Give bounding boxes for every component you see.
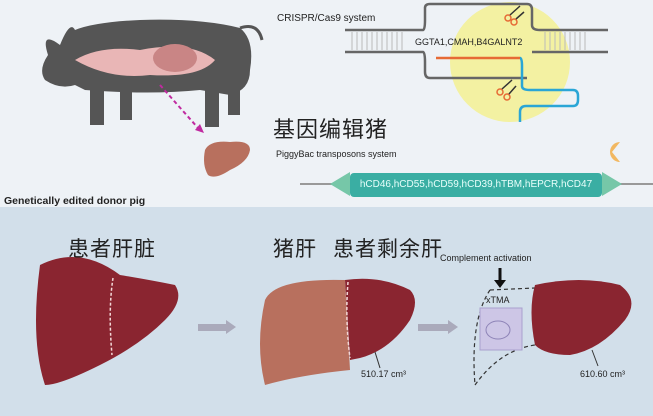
- down-arrow-icon: [494, 280, 506, 288]
- recovered-liver: [531, 280, 632, 355]
- right-arrow: [602, 172, 622, 196]
- highlight-circle: [450, 2, 570, 122]
- xtma-label: xTMA: [486, 295, 510, 305]
- complement-label: Complement activation: [440, 253, 532, 263]
- patient-liver-label: 患者肝脏: [68, 237, 156, 261]
- dashed-outline: [473, 287, 536, 386]
- volume-2: 610.60 cm³: [580, 369, 626, 379]
- pig-liver-graft: [260, 279, 350, 385]
- volume-1: 510.17 cm³: [361, 369, 407, 379]
- crispr-label: CRISPR/Cas9 system: [277, 13, 376, 24]
- arrow-2: [418, 324, 448, 331]
- histology-image: [479, 307, 523, 351]
- donor-label: Genetically edited donor pig: [4, 195, 146, 207]
- donor-liver-icon: [204, 141, 250, 177]
- title-cn: 基因编辑猪: [273, 118, 389, 143]
- left-arrow: [330, 172, 350, 196]
- scissors-icon: [504, 5, 525, 26]
- remnant-liver-label: 患者剩余肝: [333, 237, 443, 261]
- dashed-arrow: [159, 84, 199, 129]
- crispr-genes: GGTA1,CMAH,B4GALNT2: [415, 37, 523, 47]
- pacman-icon: [610, 142, 620, 162]
- transgenes-bar: hCD46,hCD55,hCD59,hCD39,hTBM,hEPCR,hCD47: [350, 173, 602, 197]
- patient-liver: [36, 257, 179, 385]
- scissors-icon: [496, 79, 517, 101]
- pig-liver-label: 猪肝: [273, 237, 317, 261]
- piggybac-label: PiggyBac transposons system: [276, 149, 397, 159]
- pig-illustration: [42, 19, 264, 127]
- remnant-liver: [345, 278, 415, 360]
- arrow-1: [198, 324, 226, 331]
